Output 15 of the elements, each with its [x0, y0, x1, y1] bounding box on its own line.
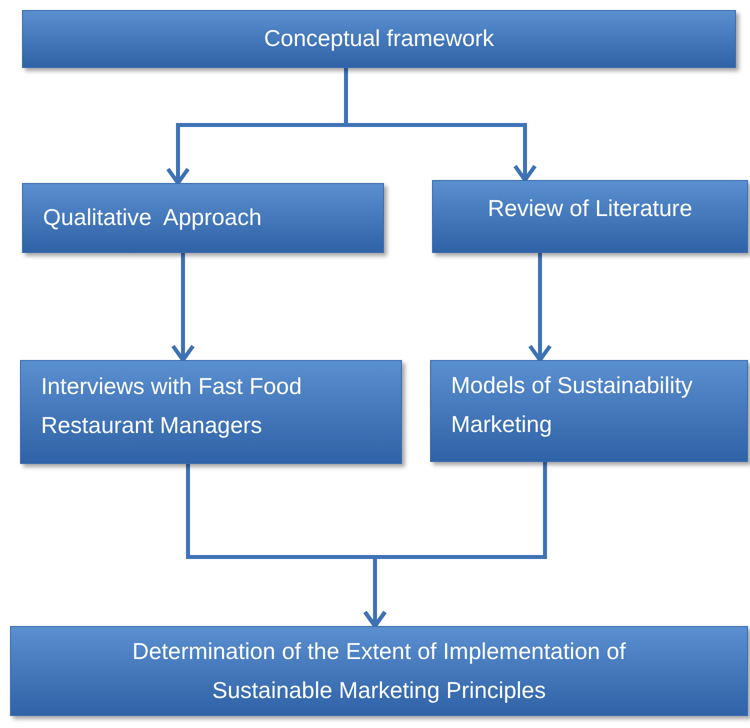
box-label: Interviews with Fast Food Restaurant Managers [41, 372, 303, 440]
process-box [432, 180, 748, 253]
process-box [430, 360, 748, 462]
connector-arrow [171, 253, 195, 362]
box-label: Models of Sustainability Marketing [451, 370, 694, 439]
connector-arrow [528, 253, 552, 362]
process-box [22, 183, 384, 253]
process-box [20, 360, 402, 464]
box-label: Conceptual framework [264, 24, 494, 54]
box-label: Determination of the Extent of Implementation of Sustainable Marketing Principles [131, 636, 627, 705]
box-label: Qualitative Approach [43, 203, 262, 232]
box-label: Review of Literature [488, 194, 692, 223]
process-box [10, 626, 748, 716]
process-box [22, 10, 736, 68]
connector-arrow [363, 462, 547, 628]
